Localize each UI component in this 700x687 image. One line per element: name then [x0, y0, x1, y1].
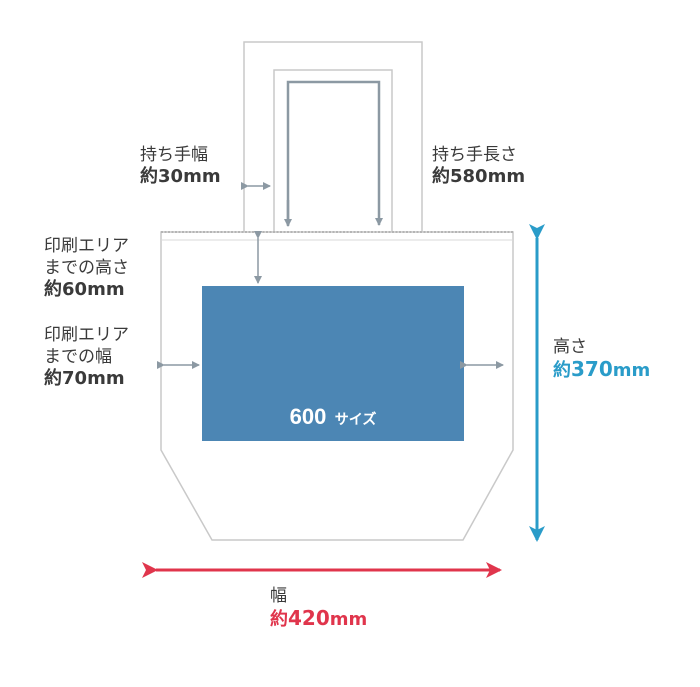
print-side-title-line1: 印刷エリア	[44, 325, 129, 345]
handle-length-unit: mm	[487, 166, 526, 187]
print-side-title-line2: までの幅	[44, 347, 112, 367]
width-value: 420	[288, 606, 330, 630]
width-title: 幅	[270, 586, 287, 606]
width-prefix: 約	[270, 609, 288, 630]
height-value-line: 約370mm	[553, 358, 650, 382]
height-label: 高さ 約370mm	[553, 336, 650, 382]
print-top-label: 印刷エリア までの高さ 約60mm	[44, 235, 129, 301]
handle-length-value-line: 約580mm	[432, 166, 525, 188]
handle-length-label: 持ち手長さ 約580mm	[432, 144, 525, 188]
print-top-title-line1: 印刷エリア	[44, 236, 129, 256]
width-label: 幅 約420mm	[270, 585, 367, 631]
height-title: 高さ	[553, 337, 587, 357]
print-top-value: 60	[62, 279, 88, 300]
width-value-line: 約420mm	[270, 607, 367, 631]
print-top-unit: mm	[87, 279, 125, 300]
print-top-value-line: 約60mm	[44, 279, 129, 301]
handle-length-prefix: 約	[432, 166, 450, 187]
print-side-prefix: 約	[44, 368, 62, 389]
handle-width-unit: mm	[183, 166, 221, 187]
handle-length-arrow	[286, 80, 383, 226]
handle-width-label: 持ち手幅 約30mm	[140, 144, 221, 188]
handle-inner-outline	[273, 69, 393, 232]
height-prefix: 約	[553, 360, 571, 381]
handle-width-value: 30	[158, 166, 184, 187]
height-unit: mm	[612, 360, 651, 381]
print-area	[202, 286, 464, 441]
handle-width-prefix: 約	[140, 166, 158, 187]
print-side-value: 70	[62, 368, 88, 389]
print-area-suffix: サイズ	[335, 411, 377, 427]
handle-length-title: 持ち手長さ	[432, 145, 517, 165]
handle-width-title: 持ち手幅	[140, 145, 208, 165]
print-side-label: 印刷エリア までの幅 約70mm	[44, 324, 129, 390]
print-area-size-label: 600 サイズ	[290, 404, 377, 429]
print-top-prefix: 約	[44, 279, 62, 300]
print-top-title-line2: までの高さ	[44, 258, 129, 278]
print-area-size: 600	[290, 404, 327, 429]
width-unit: mm	[329, 609, 368, 630]
handle-length-value: 580	[450, 166, 488, 187]
height-value: 370	[571, 357, 613, 381]
handle-width-value-line: 約30mm	[140, 166, 221, 188]
print-side-value-line: 約70mm	[44, 368, 129, 390]
print-side-unit: mm	[87, 368, 125, 389]
handle-outline	[243, 41, 423, 232]
